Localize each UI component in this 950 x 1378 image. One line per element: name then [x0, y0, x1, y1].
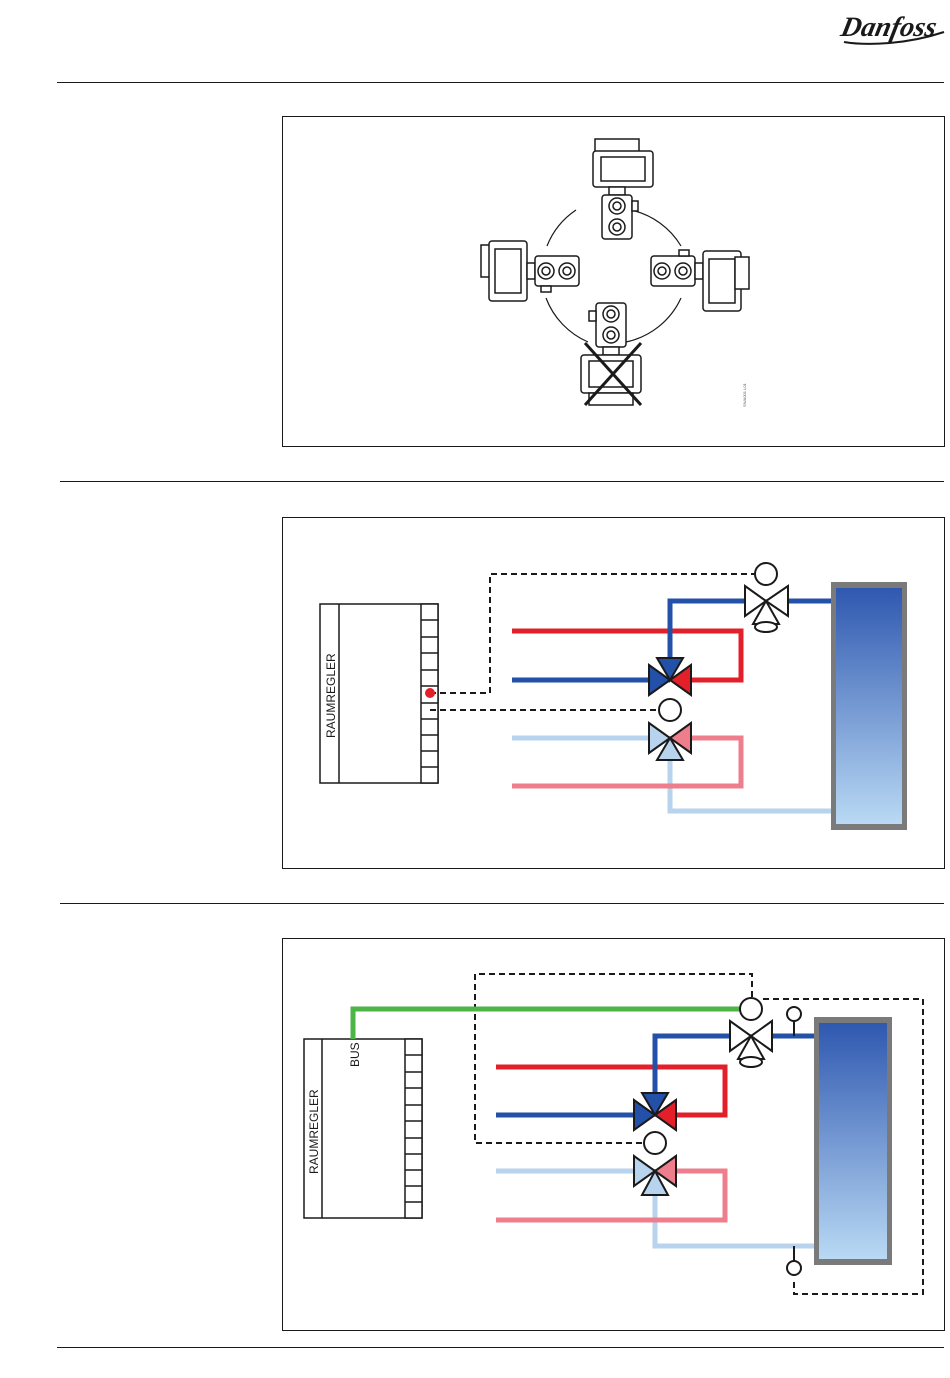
mixing-valve-upper	[634, 1093, 676, 1130]
signal-lines	[430, 574, 757, 710]
pipe-pink-return	[512, 738, 741, 786]
pipe-red-supply	[512, 631, 741, 680]
mixing-valve-upper	[649, 658, 691, 695]
signal-dot	[425, 688, 435, 698]
logo-text: Danfoss	[838, 12, 940, 43]
storage-tank	[814, 1017, 892, 1265]
pipe-blue-loop	[655, 1036, 730, 1115]
controller-label: RAUMREGLER	[324, 653, 338, 738]
actuator-top-allowed	[593, 139, 653, 239]
pipe-blue-loop	[670, 601, 745, 680]
temperature-sensor-top	[787, 1007, 801, 1036]
room-controller	[304, 1039, 422, 1218]
bus-label: BUS	[348, 1042, 362, 1067]
danfoss-logo: Danfoss	[838, 6, 950, 48]
footer-rule	[57, 1347, 944, 1348]
actuator-right-allowed	[651, 250, 749, 311]
temperature-sensor-bottom	[787, 1246, 801, 1275]
actuator-left-allowed	[481, 241, 579, 301]
section-rule-3	[60, 903, 944, 904]
mixing-valve-lower	[649, 699, 691, 760]
figure-side-code: SN/A001 L01	[742, 382, 747, 407]
system-diagram-3: RAUMREGLER BUS	[282, 938, 945, 1331]
pipe-red-supply	[496, 1067, 725, 1115]
mounting-position-figure: SN/A001 L01	[282, 116, 945, 447]
section-rule-2	[60, 481, 944, 482]
mixing-valve-lower	[634, 1132, 676, 1195]
pipe-pink-return	[496, 1171, 725, 1220]
storage-tank	[831, 582, 907, 830]
system-diagram-2: RAUMREGLER	[282, 517, 945, 869]
header-rule	[57, 82, 944, 83]
controller-label: RAUMREGLER	[307, 1089, 321, 1174]
